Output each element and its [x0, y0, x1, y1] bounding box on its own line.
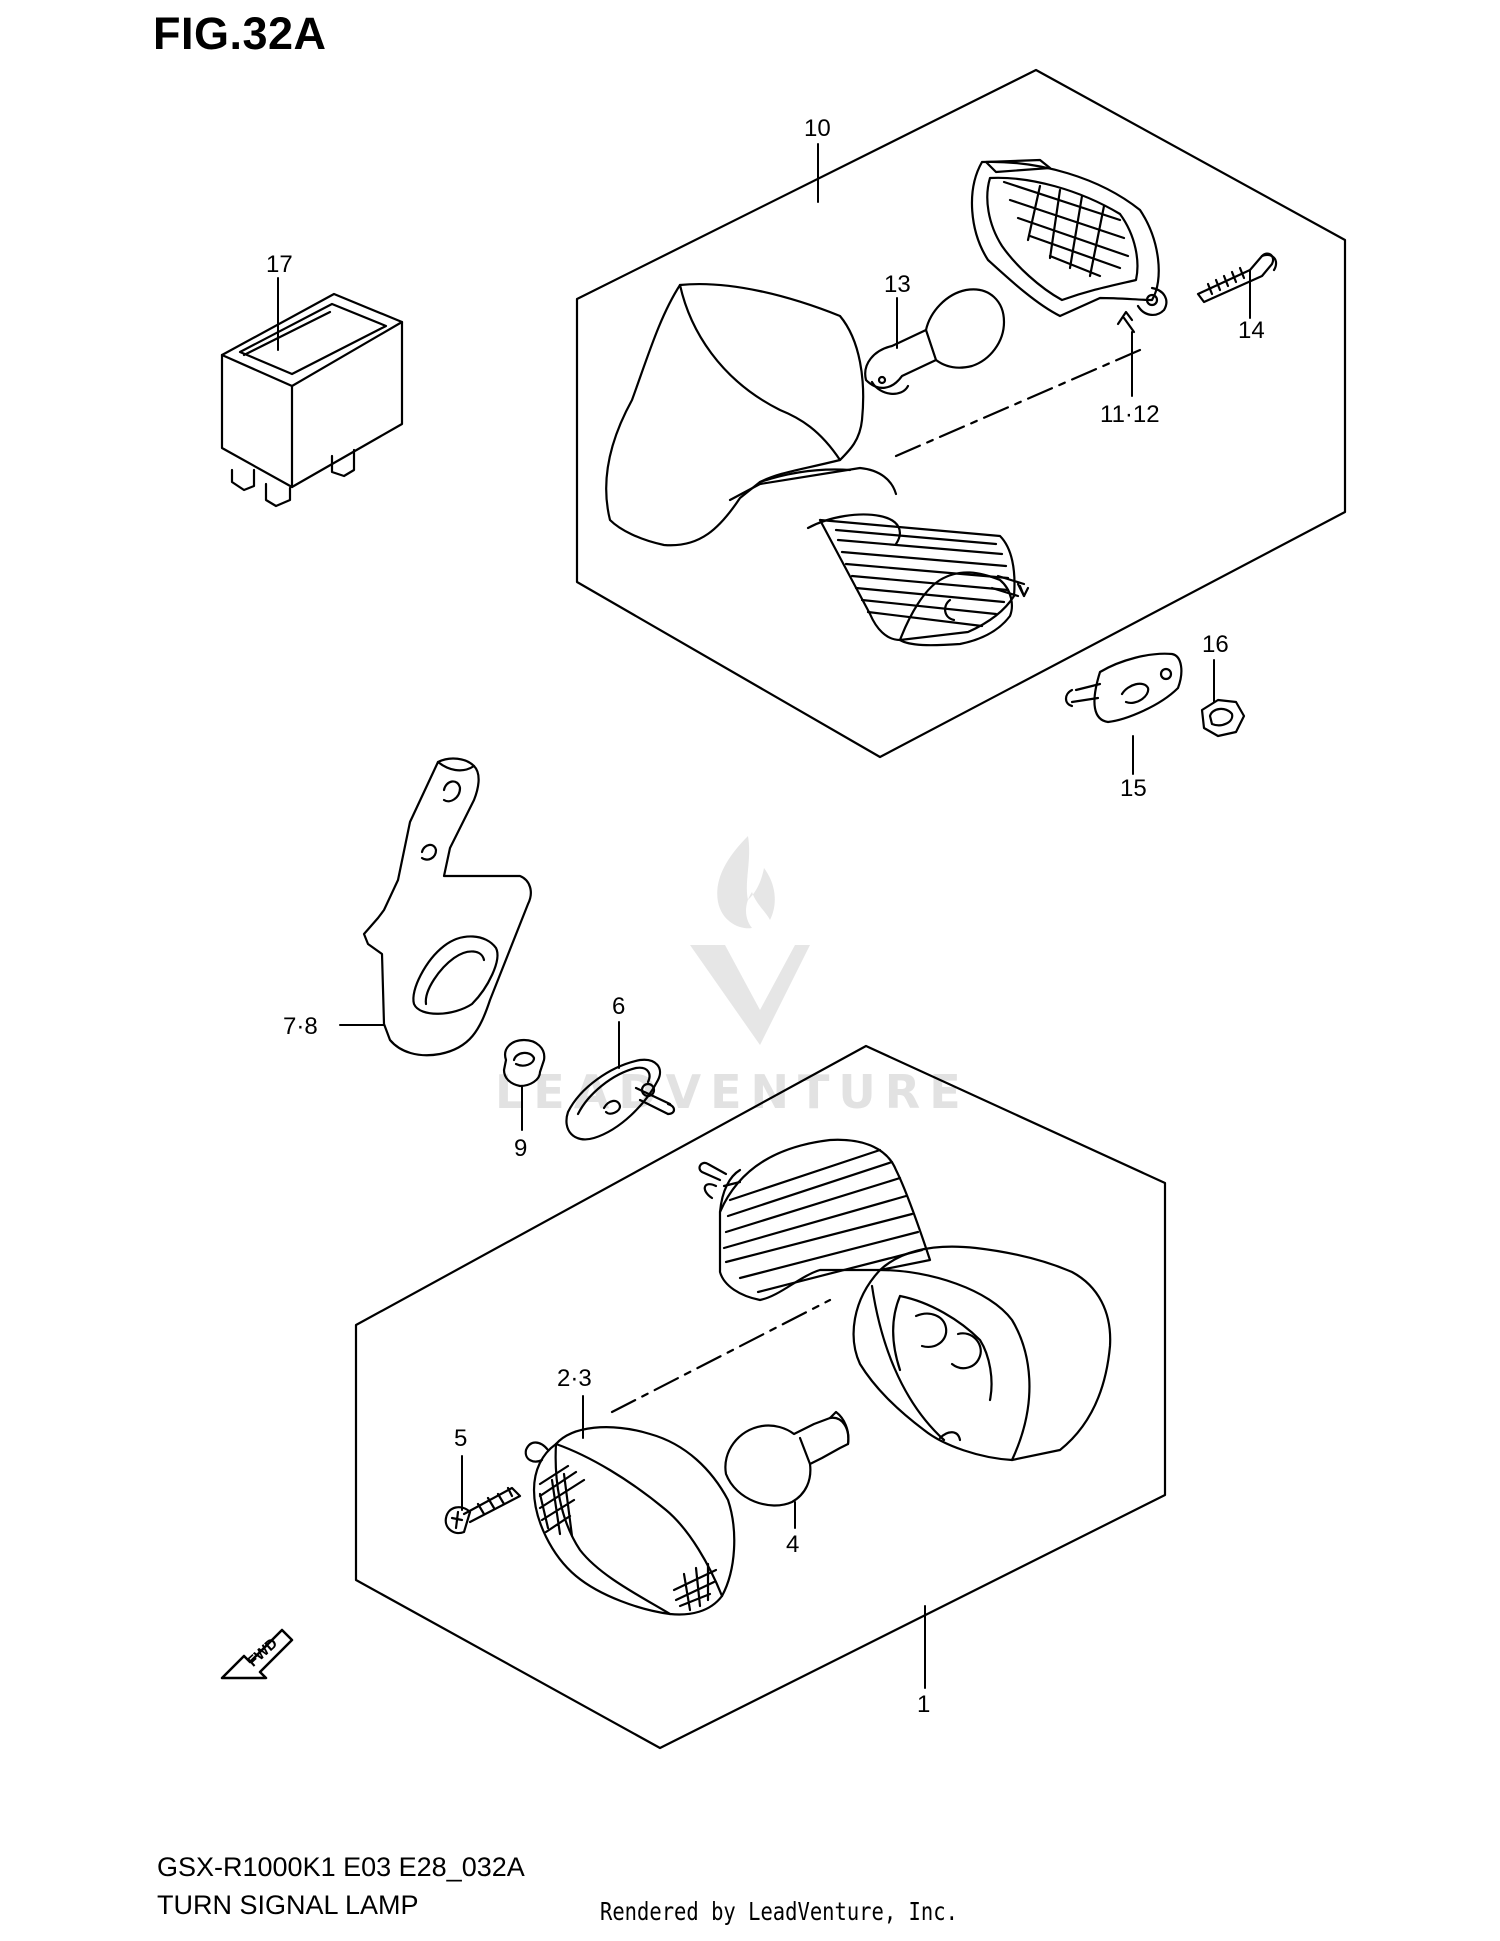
leader-lines: [277, 143, 1251, 1689]
callout-4: 4: [786, 1531, 799, 1558]
watermark: LEADVENTURE: [495, 836, 970, 1119]
turn-signal-housing-1: [610, 1138, 1112, 1462]
bulb-part-13: [864, 288, 1006, 395]
figure-title: FIG.32A: [153, 8, 327, 59]
screw-part-5: [444, 1486, 522, 1535]
turn-signal-housing-10: [605, 283, 1142, 647]
callout-2-3: 2·3: [557, 1365, 592, 1392]
callout-10: 10: [804, 115, 831, 142]
callout-14: 14: [1238, 317, 1265, 344]
fwd-arrow-icon: [220, 1628, 294, 1680]
watermark-logo-icon: [690, 836, 810, 1045]
plate-part-15: [1064, 652, 1183, 724]
callout-6: 6: [612, 993, 625, 1020]
bracket-part-7-8: [362, 757, 532, 1057]
callout-7-8: 7·8: [283, 1013, 318, 1040]
callout-5: 5: [454, 1425, 467, 1452]
plate-part-6: [565, 1058, 676, 1141]
bulb-part-4: [724, 1410, 850, 1507]
callout-9: 9: [514, 1135, 527, 1162]
screw-part-14: [1196, 252, 1278, 304]
callout-11-12: 11·12: [1100, 401, 1160, 428]
render-credit: Rendered by LeadVenture, Inc.: [600, 1897, 958, 1926]
watermark-text: LEADVENTURE: [495, 1065, 970, 1119]
model-code: GSX-R1000K1 E03 E28_032A: [157, 1852, 525, 1882]
assembly-outline-1: [354, 1044, 1167, 1750]
assembly-outline-10: [575, 68, 1347, 759]
callout-labels: 17 10 13 14 11·12 16 15 7·8 6 9 2·3 5 4 …: [244, 115, 1264, 1718]
callout-17: 17: [266, 251, 293, 278]
figure-caption: TURN SIGNAL LAMP: [157, 1890, 419, 1920]
lens-part-2-3: [524, 1426, 736, 1616]
relay-part-17: [220, 292, 404, 508]
collar-part-9: [502, 1038, 546, 1088]
lens-part-11-12: [970, 158, 1168, 334]
nut-part-16: [1200, 698, 1246, 738]
callout-15: 15: [1120, 775, 1147, 802]
callout-16: 16: [1202, 631, 1229, 658]
callout-1: 1: [917, 1691, 930, 1718]
callout-13: 13: [884, 271, 911, 298]
